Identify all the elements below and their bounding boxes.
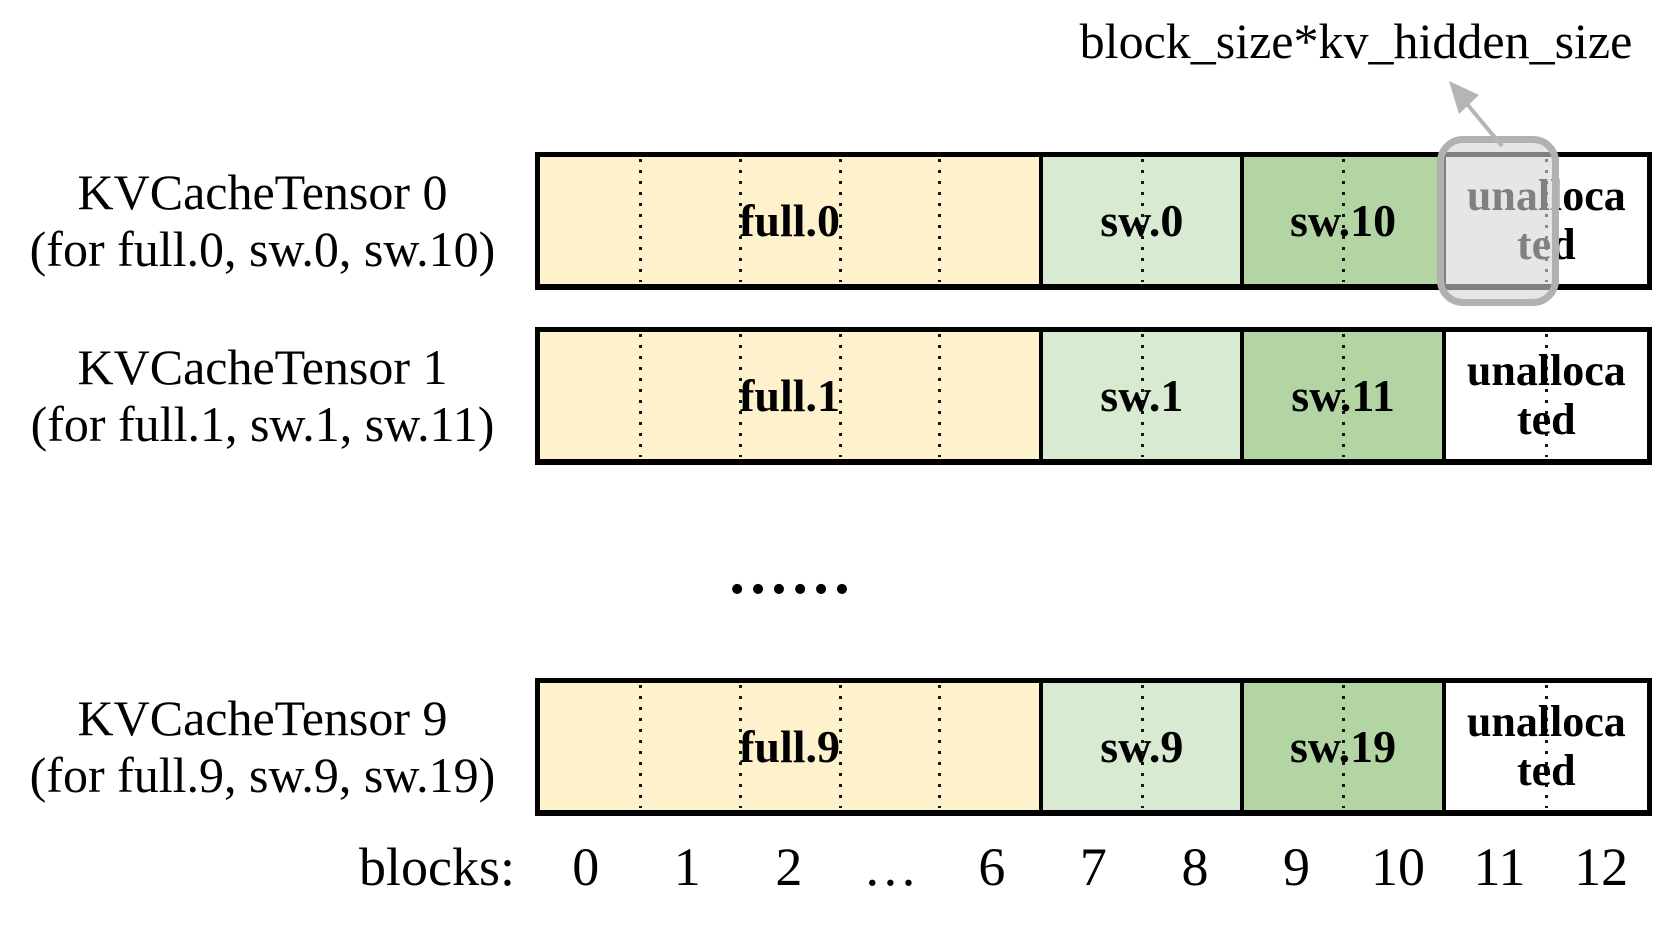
section-label: sw.11 — [1291, 370, 1395, 421]
section-label: sw.9 — [1100, 721, 1184, 772]
section-label: full.1 — [739, 370, 841, 421]
section-unallocated: unallocated — [1445, 332, 1647, 459]
tensor-subtitle: (for full.9, sw.9, sw.19) — [29, 747, 496, 803]
section-label: sw.10 — [1290, 195, 1397, 246]
section-sw: sw.0 — [1043, 157, 1245, 284]
section-label: full.0 — [739, 195, 841, 246]
section-label: sw.1 — [1100, 370, 1184, 421]
axis-tick: 0 — [572, 837, 600, 897]
axis-tick: … — [863, 837, 918, 897]
tensor-bar-1: full.1 sw.1 sw.11 unallocated — [535, 327, 1652, 465]
tensor-label-1: KVCacheTensor 1 (for full.1, sw.1, sw.11… — [10, 327, 515, 465]
tensor-label-0: KVCacheTensor 0 (for full.0, sw.0, sw.10… — [10, 152, 515, 290]
axis-tick: 8 — [1181, 837, 1209, 897]
tensor-subtitle: (for full.1, sw.1, sw.11) — [30, 396, 495, 452]
block-highlight-box — [1437, 136, 1559, 306]
axis-tick: 12 — [1574, 837, 1629, 897]
section-sw: sw.1 — [1043, 332, 1245, 459]
section-sw-shifted: sw.19 — [1244, 683, 1446, 810]
section-unallocated: unallocated — [1445, 683, 1647, 810]
tensor-name: KVCacheTensor 9 — [77, 690, 448, 746]
section-sw-shifted: sw.10 — [1244, 157, 1446, 284]
tensor-name: KVCacheTensor 0 — [77, 164, 448, 220]
tensor-subtitle: (for full.0, sw.0, sw.10) — [29, 221, 496, 277]
tensor-label-9: KVCacheTensor 9 (for full.9, sw.9, sw.19… — [10, 678, 515, 816]
axis-tick: 7 — [1079, 837, 1107, 897]
annotation-block-size: block_size*kv_hidden_size — [1079, 13, 1633, 69]
section-label: full.9 — [739, 721, 841, 772]
section-label: unallocated — [1466, 697, 1626, 795]
section-full: full.9 — [540, 683, 1044, 810]
tensor-bar-9: full.9 sw.9 sw.19 unallocated — [535, 678, 1652, 816]
section-label: unallocated — [1466, 346, 1626, 444]
section-label: sw.0 — [1100, 195, 1184, 246]
section-label: sw.19 — [1290, 721, 1397, 772]
axis-tick: 6 — [978, 837, 1006, 897]
axis-ticks: 0 1 2 … 6 7 8 9 10 11 12 — [535, 836, 1652, 898]
section-sw-shifted: sw.11 — [1244, 332, 1446, 459]
axis-label-blocks: blocks: — [359, 837, 515, 897]
section-full: full.0 — [540, 157, 1044, 284]
section-sw: sw.9 — [1043, 683, 1245, 810]
axis-tick: 10 — [1371, 837, 1426, 897]
continuation-dots: …… — [727, 539, 853, 607]
axis-tick: 1 — [673, 837, 701, 897]
axis-tick: 2 — [775, 837, 803, 897]
axis-tick: 11 — [1473, 837, 1526, 897]
axis-tick: 9 — [1282, 837, 1310, 897]
section-full: full.1 — [540, 332, 1044, 459]
tensor-name: KVCacheTensor 1 — [77, 339, 448, 395]
